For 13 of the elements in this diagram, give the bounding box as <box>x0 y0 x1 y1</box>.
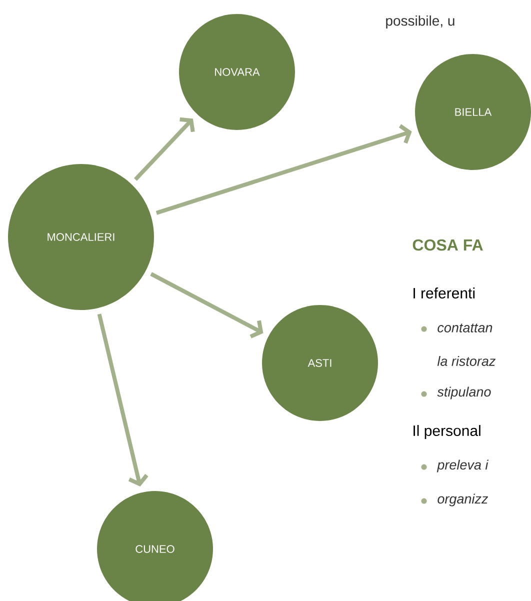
arrow <box>156 124 412 215</box>
arrow <box>150 272 264 338</box>
arrow <box>97 314 148 487</box>
subheading: I referenti <box>414 288 475 298</box>
list-item: organizz <box>438 494 488 506</box>
list-item: la ristoraz <box>437 356 496 366</box>
section-heading: COSA FA <box>412 239 483 251</box>
list-item: contattan <box>438 324 492 332</box>
list-item: preleva i <box>436 460 489 472</box>
body-text: possibile, u <box>386 15 454 29</box>
list-item: stipulano <box>437 386 491 400</box>
arrow <box>134 117 195 181</box>
subheading: Il personal <box>414 425 480 439</box>
